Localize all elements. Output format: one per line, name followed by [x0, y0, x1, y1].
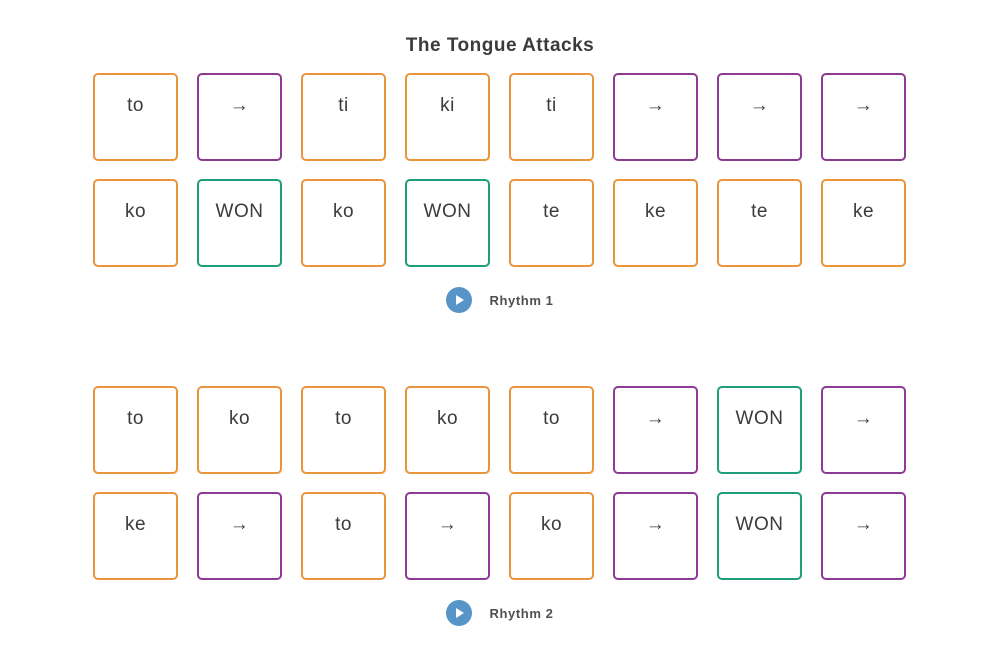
syllable-card[interactable]: ti	[301, 73, 386, 161]
card-label: ki	[440, 95, 455, 116]
card-label: WON	[735, 514, 784, 535]
card-label: WON	[423, 201, 472, 222]
syllable-card[interactable]: →	[197, 73, 282, 161]
card-label: →	[229, 95, 250, 116]
syllable-card[interactable]: WON	[405, 179, 490, 267]
card-label: ko	[228, 408, 251, 429]
syllable-card[interactable]: ko	[197, 386, 282, 474]
syllable-card[interactable]: to	[301, 492, 386, 580]
card-label: →	[645, 514, 666, 535]
syllable-card[interactable]: →	[717, 73, 802, 161]
syllable-card[interactable]: →	[821, 386, 906, 474]
play-icon	[456, 608, 465, 618]
card-label: →	[229, 514, 250, 535]
card-label: ko	[540, 514, 563, 535]
card-label: →	[749, 95, 770, 116]
syllable-card[interactable]: ko	[509, 492, 594, 580]
syllable-card[interactable]: ko	[405, 386, 490, 474]
syllable-card[interactable]: →	[197, 492, 282, 580]
syllable-card[interactable]: to	[301, 386, 386, 474]
card-label: →	[853, 408, 874, 429]
card-label: WON	[215, 201, 264, 222]
syllable-card[interactable]: →	[613, 492, 698, 580]
rhythm-2-label: Rhythm 2	[489, 605, 554, 621]
rhythm-1-grid: to → ti ki ti → → → ko WON ko WON te ke te ke	[93, 73, 906, 267]
card-label: ko	[332, 201, 355, 222]
syllable-card[interactable]: te	[717, 179, 802, 267]
syllable-card[interactable]: →	[405, 492, 490, 580]
syllable-card[interactable]: ko	[301, 179, 386, 267]
rhythm-1-play-button[interactable]	[446, 287, 473, 313]
card-label: ke	[124, 514, 147, 535]
syllable-card[interactable]: ke	[821, 179, 906, 267]
card-label: te	[751, 201, 768, 222]
card-label: ko	[124, 201, 147, 222]
card-label: to	[543, 408, 560, 429]
card-label: ti	[546, 95, 557, 116]
rhythm-1-play-row: Rhythm 1	[0, 287, 1000, 313]
card-label: →	[853, 514, 874, 535]
rhythm-1-label: Rhythm 1	[489, 292, 554, 308]
rhythm-2-play-button[interactable]	[446, 600, 473, 626]
syllable-card[interactable]: →	[613, 386, 698, 474]
syllable-card[interactable]: →	[821, 492, 906, 580]
syllable-card[interactable]: WON	[197, 179, 282, 267]
card-label: WON	[735, 408, 784, 429]
syllable-card[interactable]: ko	[93, 179, 178, 267]
syllable-card[interactable]: ti	[509, 73, 594, 161]
play-icon	[456, 295, 465, 305]
card-label: to	[127, 408, 144, 429]
card-label: ko	[436, 408, 459, 429]
syllable-card[interactable]: to	[93, 386, 178, 474]
syllable-card[interactable]: to	[93, 73, 178, 161]
card-label: →	[853, 95, 874, 116]
card-label: ti	[338, 95, 349, 116]
card-label: ke	[644, 201, 667, 222]
syllable-card[interactable]: to	[509, 386, 594, 474]
card-label: to	[335, 514, 352, 535]
rhythm-2-play-row: Rhythm 2	[0, 600, 1000, 626]
syllable-card[interactable]: ki	[405, 73, 490, 161]
card-label: to	[127, 95, 144, 116]
syllable-card[interactable]: WON	[717, 386, 802, 474]
card-label: →	[645, 95, 666, 116]
page-title: The Tongue Attacks	[405, 35, 595, 56]
syllable-card[interactable]: ke	[93, 492, 178, 580]
syllable-card[interactable]: →	[821, 73, 906, 161]
syllable-card[interactable]: ke	[613, 179, 698, 267]
card-label: →	[437, 514, 458, 535]
card-label: →	[645, 408, 666, 429]
syllable-card[interactable]: WON	[717, 492, 802, 580]
syllable-card[interactable]: →	[613, 73, 698, 161]
syllable-card[interactable]: te	[509, 179, 594, 267]
rhythm-2-grid: to ko to ko to → WON → ke → to → ko → WON →	[93, 386, 906, 580]
card-label: to	[335, 408, 352, 429]
card-label: ke	[852, 201, 875, 222]
card-label: te	[543, 201, 560, 222]
